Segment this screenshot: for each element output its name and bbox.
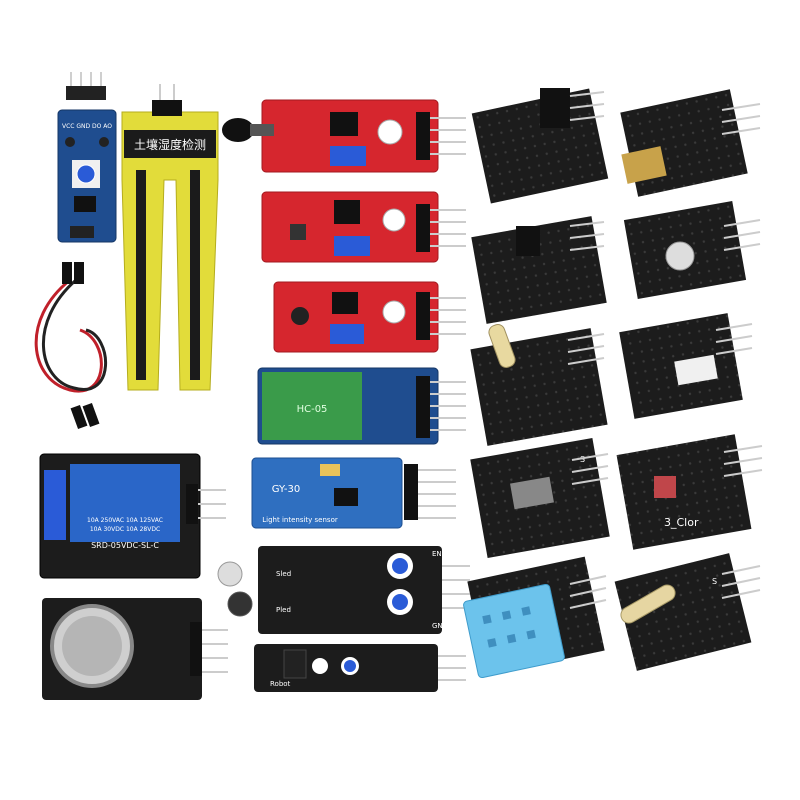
ir-gnd-label: GND (432, 622, 448, 630)
ir-sled-label: Sled (276, 570, 291, 578)
tilt-switch-module (470, 324, 608, 446)
dht11-module (463, 556, 607, 679)
bluetooth-label: HC-05 (297, 404, 328, 415)
reed-label: S (712, 577, 717, 586)
ky-module-1 (471, 88, 609, 204)
line-tracker-module: Robot (254, 644, 466, 692)
photo-interrupter-module (619, 313, 753, 419)
dupont-cable (34, 262, 107, 430)
relay-label: SRD-05VDC-SL-C (91, 541, 159, 550)
reed-switch-module: S (614, 553, 761, 671)
soil-board-pins: VCC GND DO AO (62, 123, 112, 130)
ir-en-label: EN (432, 550, 442, 558)
soil-probe-label: 土壤湿度检测 (134, 137, 206, 152)
led-module (623, 201, 761, 299)
gy30-subtitle: Light intensity sensor (262, 516, 338, 524)
gas-sensor-module (42, 598, 228, 700)
tracker-label: Robot (270, 680, 291, 688)
temp-label: S (580, 455, 585, 464)
gy30-light-sensor: GY-30 Light intensity sensor (251, 457, 456, 529)
hall-sensor-module (261, 191, 466, 263)
relay-module: 10A 250VAC 10A 125VAC 10A 30VDC 10A 28VD… (39, 453, 226, 579)
flame-sensor-module (222, 99, 466, 173)
laser-module (620, 89, 761, 197)
ir-pled-label: Pled (276, 606, 291, 614)
bluetooth-module: HC-05 (257, 367, 466, 445)
soil-moisture-board: VCC GND DO AO (57, 72, 117, 243)
relay-rating-2: 10A 30VDC 10A 28VDC (90, 526, 160, 533)
ky-module-3 (471, 216, 607, 324)
relay-rating-1: 10A 250VAC 10A 125VAC (87, 517, 163, 524)
rgb-label: 3_Clor (664, 516, 699, 529)
sound-sensor-module (273, 281, 466, 353)
ir-obstacle-module: EN GND Sled Pled (217, 546, 470, 634)
gy30-label: GY-30 (272, 484, 301, 495)
soil-probe: 土壤湿度检测 (121, 84, 219, 391)
rgb-led-module: 3_Clor (616, 434, 763, 550)
ir-receiver-module: S (470, 437, 610, 559)
